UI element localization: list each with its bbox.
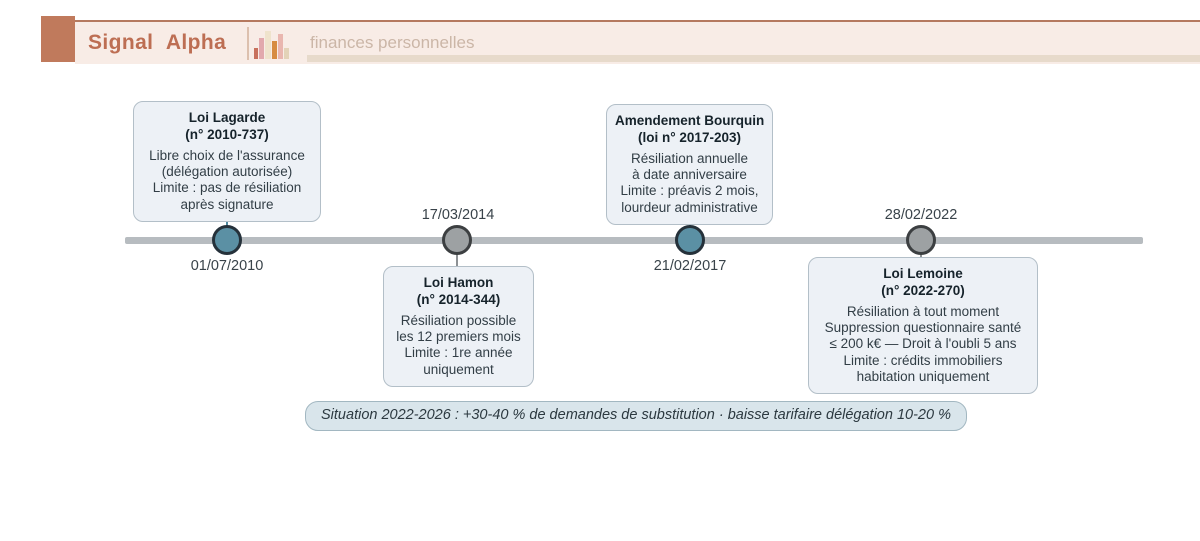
card-body: Résiliation annuelle à date anniversaire… xyxy=(620,151,759,215)
connector-loi-hamon xyxy=(456,254,458,267)
situation-note: Situation 2022-2026 : +30-40 % de demand… xyxy=(305,401,967,431)
header-band: Signal Alpha finances personnelles xyxy=(75,20,1200,64)
timeline-node-2022 xyxy=(906,225,936,255)
card-title: Loi Lagarde (n° 2010-737) xyxy=(185,110,269,142)
card-body: Libre choix de l'assurance (délégation a… xyxy=(149,148,305,212)
section-tagline: finances personnelles xyxy=(310,33,475,52)
event-date-2014: 17/03/2014 xyxy=(421,207,495,223)
brand-color-block xyxy=(41,16,75,62)
header-divider xyxy=(247,27,249,60)
card-loi-lagarde: Loi Lagarde (n° 2010-737) Libre choix de… xyxy=(133,101,321,222)
timeline-axis xyxy=(125,237,1143,244)
card-loi-lemoine: Loi Lemoine (n° 2022-270) Résiliation à … xyxy=(808,257,1038,395)
card-body: Résiliation à tout moment Suppression qu… xyxy=(824,304,1022,384)
card-amendement-bourquin: Amendement Bourquin (loi n° 2017-203) Ré… xyxy=(606,104,773,225)
event-date-2010: 01/07/2010 xyxy=(190,258,264,274)
card-body: Résiliation possible les 12 premiers moi… xyxy=(396,313,521,377)
event-date-2017: 21/02/2017 xyxy=(653,258,727,274)
card-loi-hamon: Loi Hamon (n° 2014-344) Résiliation poss… xyxy=(383,266,534,387)
timeline-node-2014 xyxy=(442,225,472,255)
timeline-node-2017 xyxy=(675,225,705,255)
tagline-underline xyxy=(307,55,1200,62)
bar-chart-icon xyxy=(254,31,289,59)
card-title: Loi Lemoine (n° 2022-270) xyxy=(881,266,965,298)
card-title: Loi Hamon (n° 2014-344) xyxy=(416,275,501,307)
brand-title: Signal Alpha xyxy=(88,31,227,54)
timeline-node-2010 xyxy=(212,225,242,255)
card-title: Amendement Bourquin (loi n° 2017-203) xyxy=(615,113,765,145)
event-date-2022: 28/02/2022 xyxy=(884,207,958,223)
